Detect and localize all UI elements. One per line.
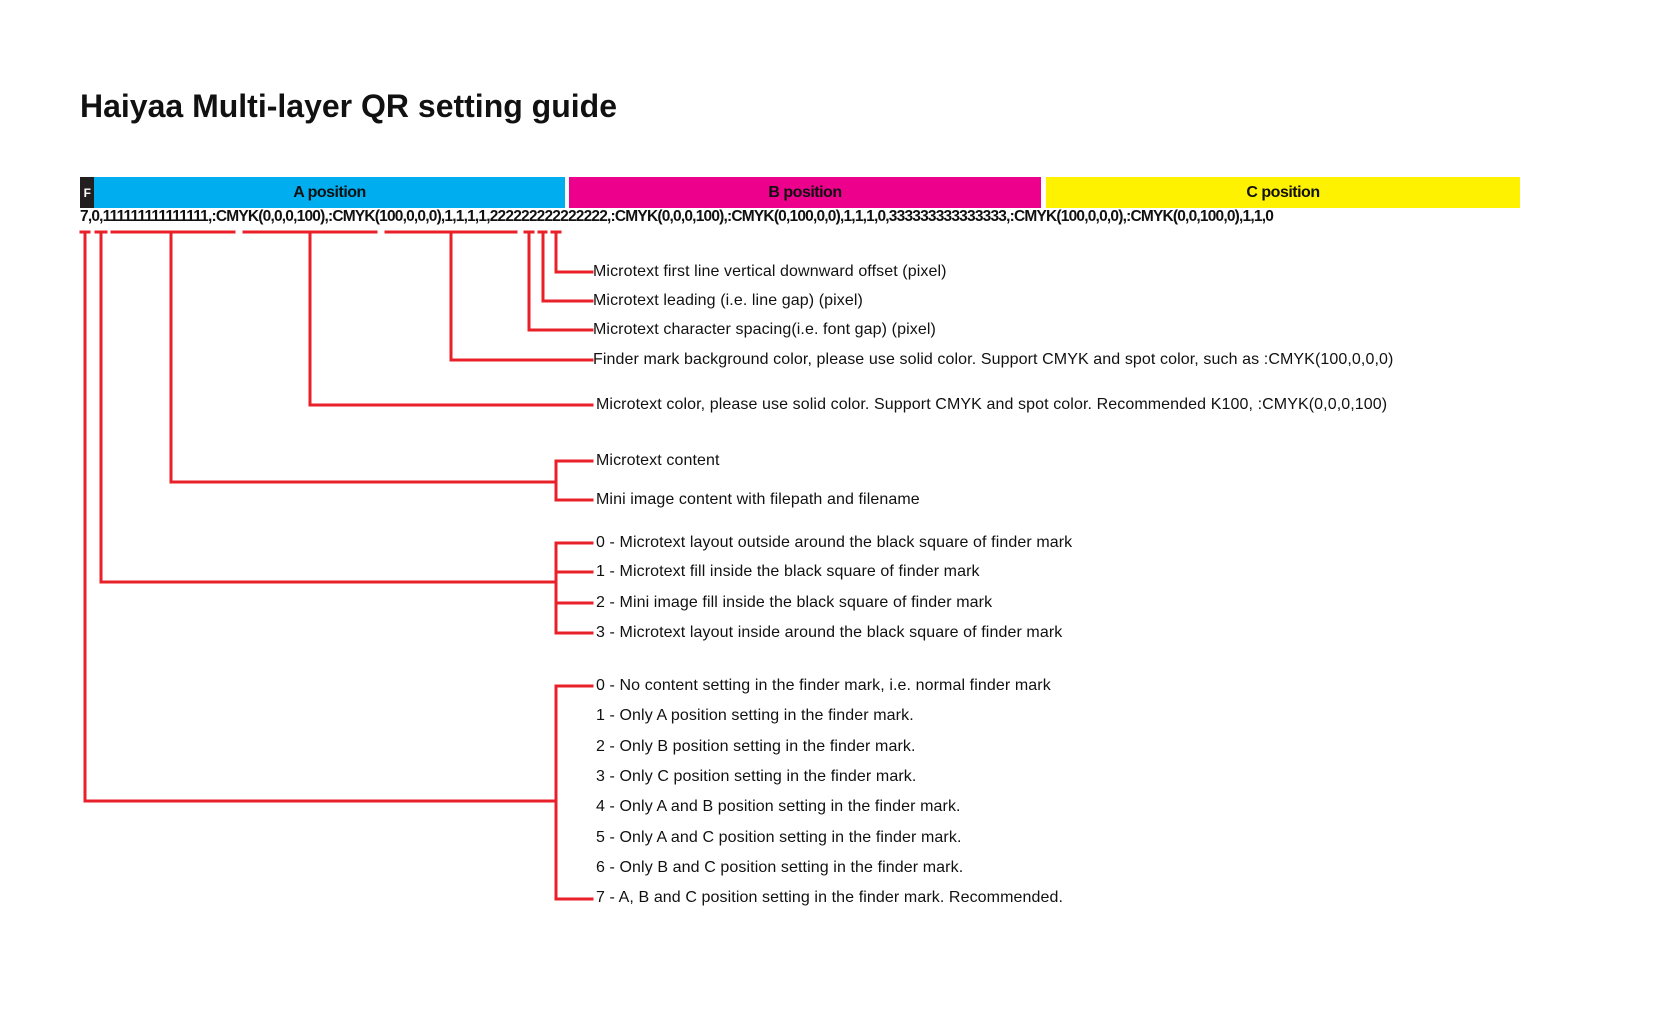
leader-leading — [541, 230, 594, 303]
leader-spacing — [527, 230, 594, 332]
page-title: Haiyaa Multi-layer QR setting guide — [80, 88, 617, 124]
note-mode-7: 7 - A, B and C position setting in the f… — [596, 889, 1064, 906]
note-text-color: Microtext color, please use solid color.… — [596, 396, 1388, 413]
note-mode-2: 2 - Only B position setting in the finde… — [596, 738, 916, 755]
note-content-mini-image: Mini image content with filepath and fil… — [596, 491, 920, 508]
note-mode-1: 1 - Only A position setting in the finde… — [596, 707, 914, 724]
note-content-microtext: Microtext content — [596, 452, 720, 469]
note-bg-color: Finder mark background color, please use… — [593, 351, 1394, 368]
note-layout-1: 1 - Microtext fill inside the black squa… — [596, 563, 980, 580]
leader-mode — [83, 230, 558, 803]
note-mode-0: 0 - No content setting in the finder mar… — [596, 677, 1051, 694]
note-offset: Microtext first line vertical downward o… — [593, 263, 947, 280]
c-position-header: C position — [1046, 177, 1520, 208]
note-mode-5: 5 - Only A and C position setting in the… — [596, 829, 962, 846]
f-position-header: F — [80, 177, 94, 208]
bracket-layout — [554, 541, 594, 635]
bracket-mode — [554, 684, 594, 901]
note-layout-2: 2 - Mini image fill inside the black squ… — [596, 594, 993, 611]
bracket-content — [554, 459, 594, 502]
leader-offset — [554, 230, 594, 274]
setting-code-string: 7,0,111111111111111,:CMYK(0,0,0,100),:CM… — [80, 208, 1274, 225]
b-position-header: B position — [569, 177, 1041, 208]
note-mode-3: 3 - Only C position setting in the finde… — [596, 768, 917, 785]
note-layout-0: 0 - Microtext layout outside around the … — [596, 534, 1073, 551]
note-layout-3: 3 - Microtext layout inside around the b… — [596, 624, 1063, 641]
note-mode-4: 4 - Only A and B position setting in the… — [596, 798, 961, 815]
leader-layout — [99, 230, 558, 584]
note-mode-6: 6 - Only B and C position setting in the… — [596, 859, 964, 876]
note-leading: Microtext leading (i.e. line gap) (pixel… — [593, 292, 863, 309]
leader-content — [169, 230, 558, 484]
leader-bg-color — [449, 230, 594, 362]
leader-text-color — [308, 230, 594, 407]
note-spacing: Microtext character spacing(i.e. font ga… — [593, 321, 936, 338]
a-position-header: A position — [94, 177, 565, 208]
